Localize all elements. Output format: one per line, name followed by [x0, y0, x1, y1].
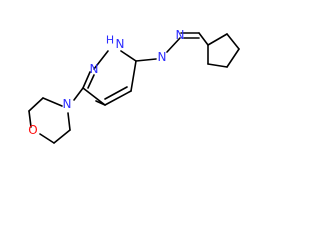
bond-nh-n — [166, 37, 181, 53]
bond-n1-n2 — [93, 50, 109, 70]
bond-ch-c1 — [198, 32, 209, 46]
bond-c3-c4 — [226, 48, 240, 68]
bond-c4-c5 — [104, 90, 132, 106]
chemical-structure-diagram: N H N N N N O — [28, 28, 240, 144]
bond-morph-link — [73, 87, 84, 101]
atom-morpholine-n: N — [63, 97, 72, 111]
atom-morpholine-o: O — [28, 123, 37, 137]
bond-c6-n1 — [82, 71, 91, 89]
bond-c1-c2 — [28, 97, 44, 112]
atom-hydrazone-n1: N — [158, 50, 167, 64]
atom-labels: N H N N N N O — [28, 28, 184, 137]
atom-pyridazine-n-top: N — [90, 62, 99, 76]
bond-c4-c5-inner — [104, 86, 128, 100]
bond-mn-c1 — [42, 97, 63, 107]
bond-c2-o — [28, 110, 32, 128]
bond-o-c3 — [39, 133, 55, 144]
atom-pyridazine-nh-h: H — [106, 34, 114, 47]
bond-c1-c2 — [207, 33, 228, 46]
bond-n2-c3 — [120, 50, 137, 62]
bond-c4-c5 — [207, 63, 228, 68]
bond-c6-n1-inner — [87, 74, 95, 89]
atom-pyridazine-nh-n: N — [116, 37, 125, 51]
bond-c2-c3 — [226, 33, 240, 50]
bond-c3-c4 — [130, 60, 137, 92]
atom-hydrazone-n2: N — [176, 28, 185, 42]
bond-c3-c4 — [53, 129, 71, 144]
bond-c6-morph-n — [95, 100, 106, 106]
bonds — [28, 32, 240, 144]
bond-c5-c6 — [82, 87, 106, 106]
bond-c4-mn — [67, 112, 71, 131]
bond-c3-nh — [135, 58, 157, 62]
